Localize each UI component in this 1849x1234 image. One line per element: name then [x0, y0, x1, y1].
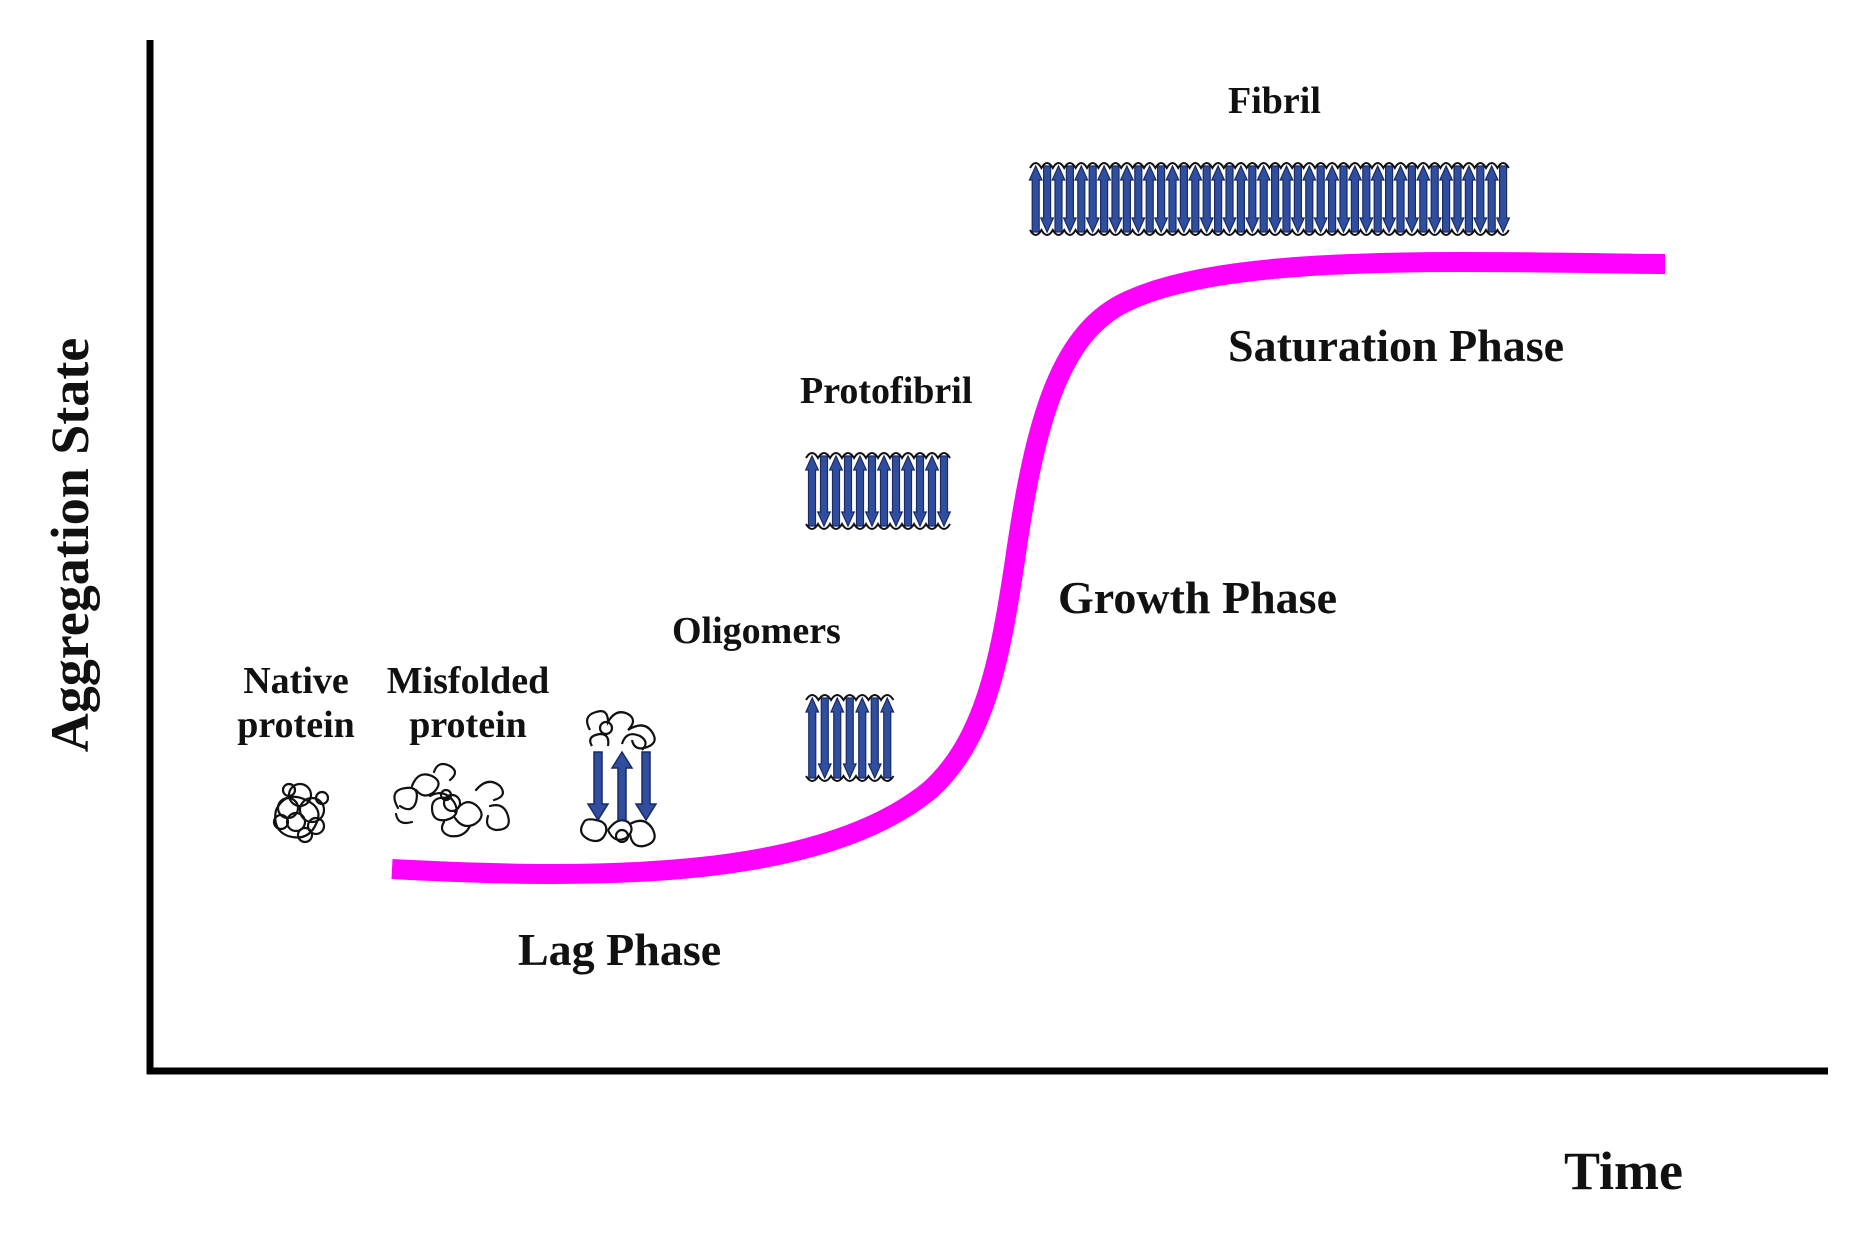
beta-strand-arrow: [1062, 165, 1078, 234]
beta-strand-arrow: [855, 696, 870, 779]
beta-strand-arrow: [1028, 164, 1043, 233]
globular-protein-icon: [272, 782, 330, 844]
beta-strand-arrow: [1461, 164, 1477, 233]
lag-phase-label: Lag Phase: [518, 924, 722, 975]
beta-strand-arrow: [842, 697, 857, 780]
native-protein-label: Native protein: [232, 660, 360, 747]
beta-strand-arrow: [1085, 165, 1100, 234]
beta-strand-arrow: [1199, 165, 1214, 234]
beta-sheet-protofibril-icon: [804, 452, 952, 530]
beta-strand-arrow: [900, 454, 916, 527]
beta-strand-arrow: [1279, 164, 1294, 233]
beta-hairpin-nucleus-icon: [580, 710, 658, 848]
beta-strand-arrow: [1495, 165, 1511, 234]
beta-strand-arrow: [830, 696, 845, 779]
oligomers-label: Oligomers: [672, 610, 841, 652]
beta-strand-arrow: [1370, 164, 1385, 233]
beta-strand-arrow: [1313, 165, 1328, 234]
beta-strand-arrow: [924, 454, 940, 527]
beta-strand-arrow: [805, 696, 820, 779]
beta-strand-arrow: [912, 455, 928, 528]
beta-strand-arrow: [1039, 165, 1055, 234]
beta-strand-arrow: [1119, 164, 1135, 233]
beta-strand-arrow: [816, 455, 832, 528]
beta-strand-arrow: [867, 697, 882, 780]
beta-strand-arrow: [936, 455, 952, 528]
beta-strand-arrow: [1438, 164, 1454, 233]
misfolded-protein-label: Misfolded protein: [378, 660, 558, 747]
beta-strand-arrow: [804, 454, 820, 527]
beta-strand-arrow: [1074, 164, 1089, 233]
sheet-bottom-loops: [805, 774, 895, 782]
beta-strand-arrow: [852, 454, 868, 527]
beta-strand-arrow: [1416, 164, 1431, 233]
beta-strand-arrow: [1347, 164, 1363, 233]
beta-strand-arrow: [1393, 164, 1408, 233]
sheet-top-loops: [1029, 162, 1510, 171]
beta-strand-arrow: [876, 454, 892, 527]
sheet-top-loops: [805, 694, 895, 702]
beta-strand-arrow: [1473, 165, 1488, 234]
beta-strand-arrow: [1108, 165, 1123, 234]
random-coil-icon: [393, 762, 510, 838]
beta-strand-arrow: [1450, 165, 1465, 234]
beta-sheet-fibril-icon: [1028, 162, 1511, 236]
beta-strand-arrow: [1290, 165, 1306, 234]
sheet-bottom-loops: [805, 522, 951, 530]
beta-strand-arrow: [880, 696, 895, 779]
beta-strand-arrow: [1165, 164, 1180, 233]
beta-strand-arrow: [817, 697, 832, 780]
beta-strand-arrow: [1484, 164, 1499, 233]
saturation-phase-label: Saturation Phase: [1228, 320, 1565, 371]
beta-strand-arrow: [828, 454, 844, 527]
sheet-top-loops: [805, 452, 951, 460]
beta-strand-arrow: [1245, 165, 1260, 234]
native-label-line1: Native: [243, 660, 349, 702]
beta-strand-arrow: [1096, 164, 1112, 233]
beta-strand-arrow: [1210, 164, 1226, 233]
beta-strand-arrow: [1051, 164, 1066, 233]
beta-strand-arrow: [1404, 165, 1420, 234]
misfolded-label-line2: protein: [409, 703, 527, 746]
y-axis-label: Aggregation State: [39, 337, 100, 753]
protofibril-label: Protofibril: [800, 370, 973, 412]
sheet-bottom-loops: [1029, 227, 1510, 236]
beta-strand-arrow: [1427, 165, 1442, 234]
beta-strand-arrow: [1267, 165, 1283, 234]
aggregation-curve: [391, 251, 1666, 884]
beta-strand-arrow: [1233, 164, 1249, 233]
beta-strand-arrow: [1131, 165, 1146, 234]
beta-strand-arrow: [888, 455, 904, 528]
x-axis-label: Time: [1564, 1141, 1683, 1201]
beta-strand-arrow: [1142, 164, 1157, 233]
beta-strand-arrow: [1256, 164, 1271, 233]
beta-strand-arrow: [1188, 164, 1203, 233]
beta-strand-arrow: [1381, 165, 1397, 234]
native-label-line2: protein: [237, 703, 355, 746]
beta-strand-arrow: [1336, 165, 1351, 234]
beta-strand-arrow: [1359, 165, 1374, 234]
beta-strand-arrow: [1176, 165, 1192, 234]
beta-strand-arrow: [864, 455, 880, 528]
beta-strand-arrow: [840, 455, 856, 528]
beta-strand-arrow: [1324, 164, 1340, 233]
beta-strand-arrow: [1153, 165, 1169, 234]
misfolded-label-line1: Misfolded: [386, 660, 550, 702]
fibril-label: Fibril: [1228, 80, 1321, 122]
beta-strand-arrow: [1302, 164, 1317, 233]
beta-strand-arrow: [1222, 165, 1237, 234]
beta-sheet-oligomer-icon: [805, 694, 895, 782]
growth-phase-label: Growth Phase: [1058, 572, 1337, 623]
